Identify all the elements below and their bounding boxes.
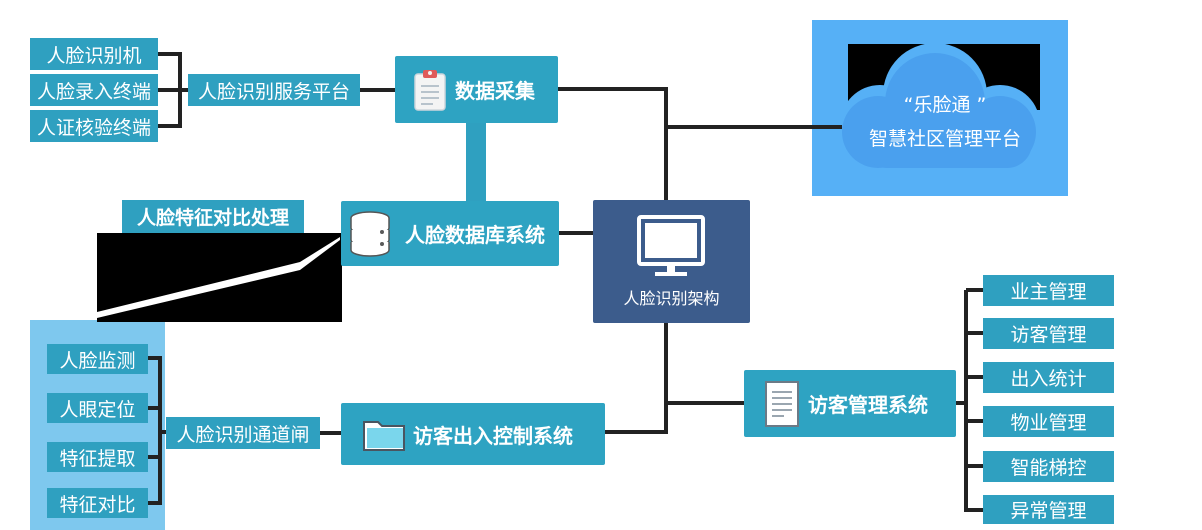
module-property-management: 物业管理	[983, 406, 1114, 437]
cloud-title-line1: “乐脸通 ”	[903, 94, 987, 116]
data-collection-label: 数据采集	[455, 79, 535, 103]
module-smart-elevator: 智能梯控	[983, 451, 1114, 482]
module-visitor-management: 访客管理	[983, 318, 1114, 349]
hub-label: 人脸识别架构	[623, 289, 720, 308]
face-database-label: 人脸数据库系统	[405, 223, 545, 247]
func-feature-extract: 特征提取	[47, 442, 148, 472]
terminal-face-recognizer: 人脸识别机	[30, 38, 158, 70]
visitor-management-box: 访客管理系统	[744, 370, 956, 437]
face-database-box: 人脸数据库系统	[341, 201, 559, 266]
func-feature-compare: 特征对比	[47, 488, 148, 518]
access-control-box: 访客出入控制系统	[341, 403, 605, 465]
monitor-icon	[637, 215, 705, 276]
module-access-statistics: 出入统计	[983, 362, 1114, 393]
func-face-monitor: 人脸监测	[47, 344, 148, 374]
visitor-management-label: 访客管理系统	[808, 393, 928, 417]
document-icon	[764, 380, 800, 428]
database-icon	[349, 210, 391, 258]
module-owner-management: 业主管理	[983, 275, 1114, 306]
func-eye-locate: 人眼定位	[47, 393, 148, 423]
face-service-platform: 人脸识别服务平台	[188, 74, 360, 106]
access-control-label: 访客出入控制系统	[413, 423, 573, 448]
folder-icon	[361, 414, 407, 454]
face-gate: 人脸识别通道闸	[166, 417, 320, 449]
clipboard-icon	[413, 68, 447, 112]
terminal-id-verify: 人证核验终端	[30, 110, 158, 142]
feature-compare-label: 人脸特征对比处理	[122, 200, 304, 233]
terminal-face-enroll: 人脸录入终端	[30, 74, 158, 106]
module-exception-management: 异常管理	[983, 495, 1114, 524]
face-recognition-architecture-hub: 人脸识别架构	[593, 200, 750, 323]
data-collection-box: 数据采集	[395, 56, 558, 123]
cloud-title-line2: 智慧社区管理平台	[868, 128, 1021, 150]
